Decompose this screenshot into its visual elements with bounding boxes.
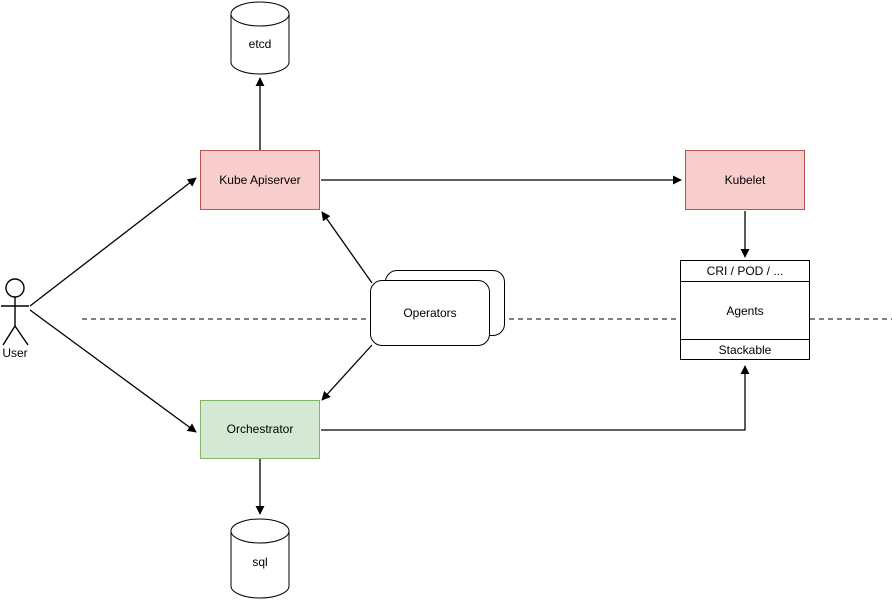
operators-label: Operators [403, 306, 457, 320]
edge-orchestrator-to-stackable [321, 365, 750, 431]
edge-user-to-orchestrator [29, 309, 197, 433]
kube-apiserver-node[interactable]: Kube Apiserver [200, 150, 320, 210]
agents-label: Agents [726, 303, 764, 318]
kubelet-label: Kubelet [724, 172, 766, 187]
kubelet-node[interactable]: Kubelet [685, 150, 805, 210]
agents-cri-pod-label: CRI / POD / ... [706, 264, 784, 278]
etcd-node[interactable]: etcd [231, 22, 289, 66]
sql-label: sql [252, 554, 268, 569]
user-actor-icon [1, 278, 29, 346]
sql-cylinder-shape [230, 518, 290, 599]
edge-operators-to-orchestrator [321, 344, 373, 401]
user-label: User [2, 346, 28, 360]
agents-stackable-label: Stackable [718, 342, 772, 357]
etcd-cylinder-shape [230, 1, 290, 75]
operators-card-front[interactable]: Operators [370, 280, 490, 346]
etcd-label: etcd [248, 36, 272, 51]
user-actor-node[interactable]: User [0, 346, 45, 360]
orchestrator-label: Orchestrator [226, 422, 294, 437]
edge-user-to-kube-apiserver [29, 177, 197, 307]
agents-cri-pod-segment[interactable]: CRI / POD / ... [681, 261, 809, 282]
agents-stack-node[interactable]: CRI / POD / ... Agents Stackable [680, 260, 810, 360]
agents-stackable-segment[interactable]: Stackable [681, 339, 809, 359]
sql-node[interactable]: sql [231, 540, 289, 584]
orchestrator-node[interactable]: Orchestrator [200, 400, 320, 459]
kube-apiserver-label: Kube Apiserver [219, 172, 301, 187]
operators-node[interactable]: Operators [370, 270, 505, 348]
agents-middle-segment[interactable]: Agents [681, 282, 809, 339]
edge-operators-to-kube-apiserver [321, 211, 373, 284]
